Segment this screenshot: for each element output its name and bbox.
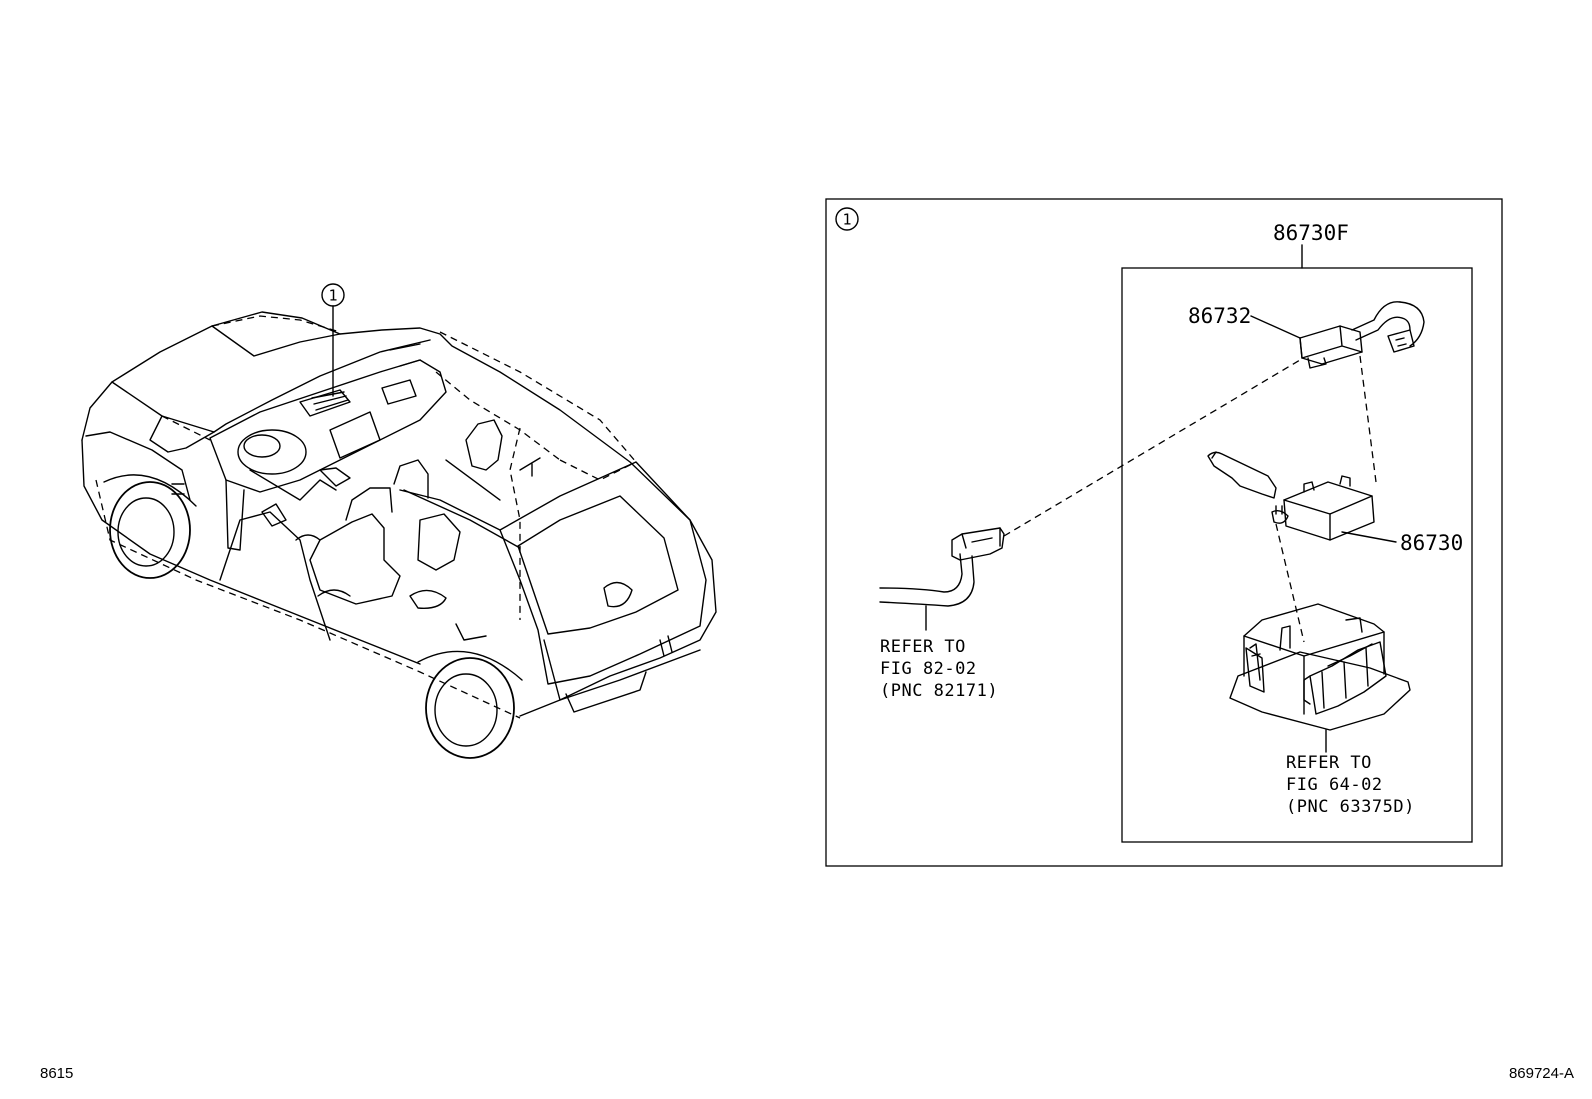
refer-note-cover-line3: (PNC 63375D) (1286, 797, 1415, 817)
part-number-86732: 86732 (1188, 304, 1251, 328)
figure-code-right: 869724-A (1509, 1065, 1574, 1082)
refer-note-wire-line1: REFER TO (880, 637, 966, 657)
vehicle-callout-number: 1 (328, 287, 337, 305)
detail-callout-marker: 1 (835, 207, 859, 231)
assembly-frame (1121, 267, 1473, 843)
part-number-86730f: 86730F (1273, 221, 1349, 245)
module-86730 (1207, 451, 1375, 541)
refer-note-cover-line2: FIG 64-02 (1286, 775, 1383, 795)
lamp-housing (1229, 603, 1411, 731)
refer-note-cover-line1: REFER TO (1286, 753, 1372, 773)
wiring-pigtail (879, 527, 1005, 607)
detail-callout-number: 1 (842, 211, 851, 229)
page-code-left: 8615 (40, 1065, 73, 1082)
vehicle-overview: 1 (81, 283, 717, 759)
detail-frame (825, 198, 1503, 867)
connector-86732 (1299, 301, 1425, 369)
refer-note-wire-line2: FIG 82-02 (880, 659, 977, 679)
refer-note-wire-line3: (PNC 82171) (880, 681, 998, 701)
part-number-86730: 86730 (1400, 531, 1463, 555)
